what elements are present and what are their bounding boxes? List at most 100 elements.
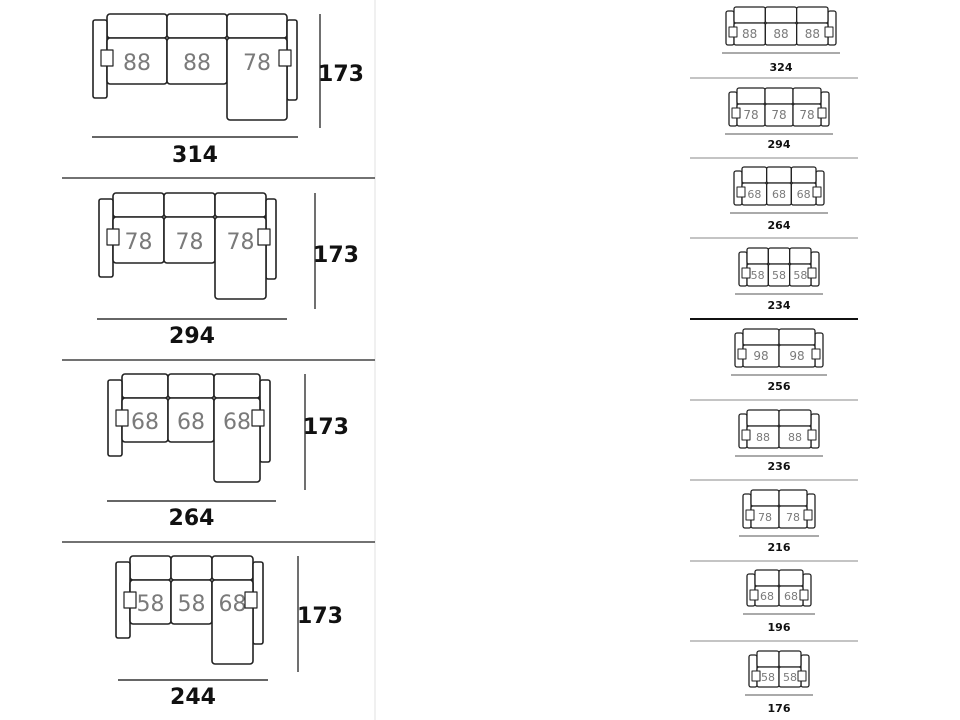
recliner-control bbox=[736, 186, 746, 198]
seat-width-label: 78 bbox=[243, 51, 271, 76]
back-cushion bbox=[733, 6, 766, 24]
back-cushion bbox=[796, 6, 829, 24]
recliner-control bbox=[251, 409, 265, 427]
back-cushion bbox=[778, 409, 812, 427]
seat-width-label: 78 bbox=[758, 511, 772, 524]
back-cushion bbox=[746, 247, 769, 265]
width-label: 324 bbox=[770, 61, 793, 74]
recliner-control bbox=[731, 107, 741, 119]
back-cushion bbox=[746, 409, 780, 427]
recliner-control bbox=[737, 348, 747, 360]
chaise-cushion bbox=[226, 37, 288, 121]
seat-width-label: 78 bbox=[227, 230, 255, 255]
seat-width-label: 68 bbox=[219, 592, 247, 617]
back-cushion bbox=[778, 489, 808, 507]
width-label: 176 bbox=[768, 702, 791, 715]
width-label: 196 bbox=[768, 621, 791, 634]
depth-label: 173 bbox=[303, 415, 349, 440]
seat-width-label: 78 bbox=[125, 230, 153, 255]
back-cushion bbox=[778, 328, 816, 346]
back-cushion bbox=[163, 192, 216, 218]
recliner-control bbox=[106, 228, 120, 246]
seat-width-label: 68 bbox=[797, 188, 811, 201]
seat-width-label: 58 bbox=[137, 592, 165, 617]
back-cushion bbox=[756, 650, 780, 668]
back-cushion bbox=[766, 166, 792, 184]
seat-width-label: 58 bbox=[761, 671, 775, 684]
seat-width-label: 58 bbox=[772, 269, 786, 282]
back-cushion bbox=[214, 192, 267, 218]
seat-width-label: 58 bbox=[751, 269, 765, 282]
recliner-control bbox=[817, 107, 827, 119]
seat-width-label: 78 bbox=[176, 230, 204, 255]
seat-width-label: 88 bbox=[742, 27, 757, 41]
recliner-control bbox=[799, 589, 809, 601]
back-cushion bbox=[167, 373, 215, 399]
width-label: 236 bbox=[768, 460, 791, 473]
seat-width-label: 68 bbox=[223, 410, 251, 435]
recliner-control bbox=[751, 670, 761, 682]
seat-width-label: 68 bbox=[760, 590, 774, 603]
seat-width-label: 58 bbox=[793, 269, 807, 282]
recliner-control bbox=[745, 509, 755, 521]
back-cushion bbox=[112, 192, 165, 218]
sofa-config: 88 88 236 bbox=[690, 409, 858, 481]
width-label: 314 bbox=[172, 143, 218, 168]
seat-width-label: 88 bbox=[183, 51, 211, 76]
seat-width-label: 78 bbox=[743, 108, 758, 122]
back-cushion bbox=[742, 328, 780, 346]
back-cushion bbox=[778, 650, 802, 668]
width-label: 294 bbox=[169, 324, 215, 349]
seat-width-label: 88 bbox=[805, 27, 820, 41]
back-cushion bbox=[767, 247, 791, 265]
depth-label: 173 bbox=[318, 62, 364, 87]
chaise-cushion bbox=[213, 397, 261, 483]
seat-width-label: 88 bbox=[773, 27, 788, 41]
recliner-control bbox=[100, 49, 114, 67]
recliner-control bbox=[741, 429, 751, 441]
back-cushion bbox=[754, 569, 780, 587]
back-cushion bbox=[792, 87, 822, 105]
seat-width-label: 98 bbox=[789, 349, 804, 363]
width-label: 256 bbox=[768, 380, 791, 393]
back-cushion bbox=[789, 247, 812, 265]
back-cushion bbox=[106, 13, 168, 39]
back-cushion bbox=[166, 13, 228, 39]
seat-width-label: 68 bbox=[747, 188, 761, 201]
seat-width-label: 68 bbox=[784, 590, 798, 603]
recliner-control bbox=[728, 26, 738, 38]
back-cushion bbox=[778, 569, 804, 587]
seat-width-label: 88 bbox=[756, 431, 770, 444]
width-label: 244 bbox=[170, 685, 216, 710]
seat-width-label: 98 bbox=[753, 349, 768, 363]
seat-width-label: 88 bbox=[788, 431, 802, 444]
recliner-control bbox=[123, 591, 137, 609]
recliner-control bbox=[803, 509, 813, 521]
chaise-cushion bbox=[211, 579, 254, 665]
recliner-control bbox=[812, 186, 822, 198]
recliner-control bbox=[749, 589, 759, 601]
width-label: 294 bbox=[768, 138, 791, 151]
width-label: 264 bbox=[169, 506, 215, 531]
back-cushion bbox=[736, 87, 766, 105]
back-cushion bbox=[121, 373, 169, 399]
sofa-config: 68 68 68 264 bbox=[690, 166, 858, 239]
recliner-control bbox=[807, 267, 817, 279]
seat-width-label: 68 bbox=[772, 188, 786, 201]
back-cushion bbox=[790, 166, 817, 184]
depth-label: 173 bbox=[313, 243, 359, 268]
seat-width-label: 88 bbox=[123, 51, 151, 76]
recliner-control bbox=[115, 409, 129, 427]
recliner-control bbox=[824, 26, 834, 38]
width-label: 264 bbox=[768, 219, 791, 232]
sofa-config: 88 88 88 324 bbox=[690, 6, 858, 79]
back-cushion bbox=[211, 555, 254, 581]
back-cushion bbox=[226, 13, 288, 39]
